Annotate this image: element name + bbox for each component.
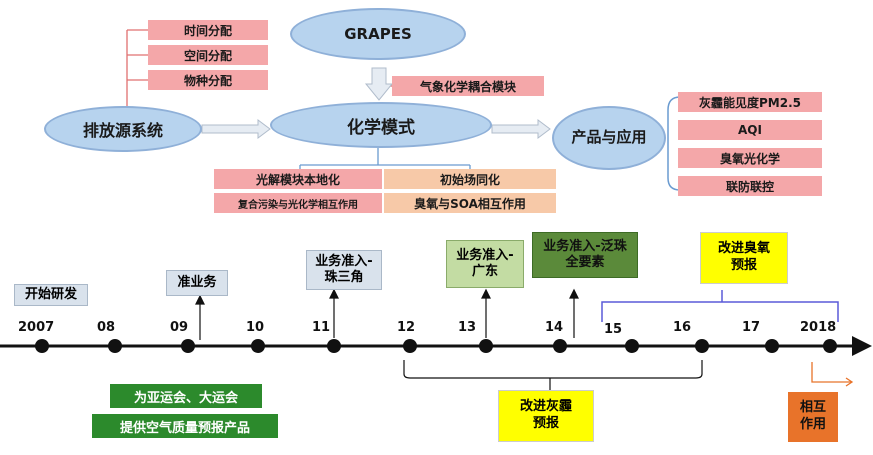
- chem-item-ozone-soa: 臭氧与SOA相互作用: [384, 193, 556, 213]
- year-label: 11: [312, 320, 331, 335]
- emission-system-ellipse: 排放源系统: [44, 106, 202, 152]
- year-label: 2007: [18, 320, 55, 335]
- chem-item-photolysis: 光解模块本地化: [214, 169, 382, 189]
- emission-item-space: 空间分配: [148, 45, 268, 65]
- milestone-haze: 改进灰霾预报: [498, 390, 594, 442]
- timeline-arrowhead: [852, 336, 872, 356]
- grapes-ellipse: GRAPES: [290, 8, 466, 60]
- milestone-ppr-access: 业务准入-泛珠全要素: [532, 232, 638, 278]
- milestone-arrows: [195, 288, 579, 340]
- arrow-chem-to-product: [491, 119, 551, 139]
- milestone-start: 开始研发: [14, 284, 88, 306]
- year-label: 13: [458, 320, 477, 335]
- chem-item-compound-pollution: 复合污染与光化学相互作用: [214, 193, 382, 213]
- product-item-joint: 联防联控: [678, 176, 822, 196]
- asian-games-line1: 为亚运会、大运会: [110, 384, 262, 408]
- year-label: 08: [97, 320, 116, 335]
- arrow-grapes-down: [364, 67, 394, 101]
- product-app-ellipse: 产品与应用: [552, 106, 666, 170]
- arrow-emission-to-chem: [201, 119, 271, 139]
- product-item-aqi: AQI: [678, 120, 822, 140]
- year-label: 09: [170, 320, 189, 335]
- milestone-ozone: 改进臭氧预报: [700, 232, 788, 284]
- year-label: 2018: [800, 320, 837, 335]
- milestone-gd-access: 业务准入-广东: [446, 240, 524, 288]
- year-label: 17: [742, 320, 761, 335]
- milestone-prd-access: 业务准入-珠三角: [306, 250, 382, 290]
- milestone-interact: 相互作用: [788, 392, 838, 442]
- product-item-haze: 灰霾能见度PM2.5: [678, 92, 822, 112]
- asian-games-line2: 提供空气质量预报产品: [92, 414, 278, 438]
- haze-bracket: [403, 360, 703, 379]
- year-label: 15: [604, 322, 623, 337]
- emission-item-species: 物种分配: [148, 70, 268, 90]
- year-label: 16: [673, 320, 692, 335]
- chem-mode-ellipse: 化学模式: [270, 102, 492, 148]
- interact-arrow: [811, 362, 854, 387]
- hollow-arrows: [201, 67, 551, 139]
- year-dots: [35, 339, 837, 353]
- emission-item-time: 时间分配: [148, 20, 268, 40]
- chem-tree: [299, 148, 471, 170]
- product-item-ozone: 臭氧光化学: [678, 148, 822, 168]
- emission-bracket: [126, 29, 148, 112]
- year-label: 14: [545, 320, 564, 335]
- milestone-quasi: 准业务: [166, 270, 228, 296]
- ozone-bracket: [601, 301, 839, 322]
- product-bracket: [667, 96, 681, 191]
- year-label: 12: [397, 320, 416, 335]
- chem-item-initial-assim: 初始场同化: [384, 169, 556, 189]
- coupling-module-box: 气象化学耦合模块: [392, 76, 544, 96]
- year-label: 10: [246, 320, 265, 335]
